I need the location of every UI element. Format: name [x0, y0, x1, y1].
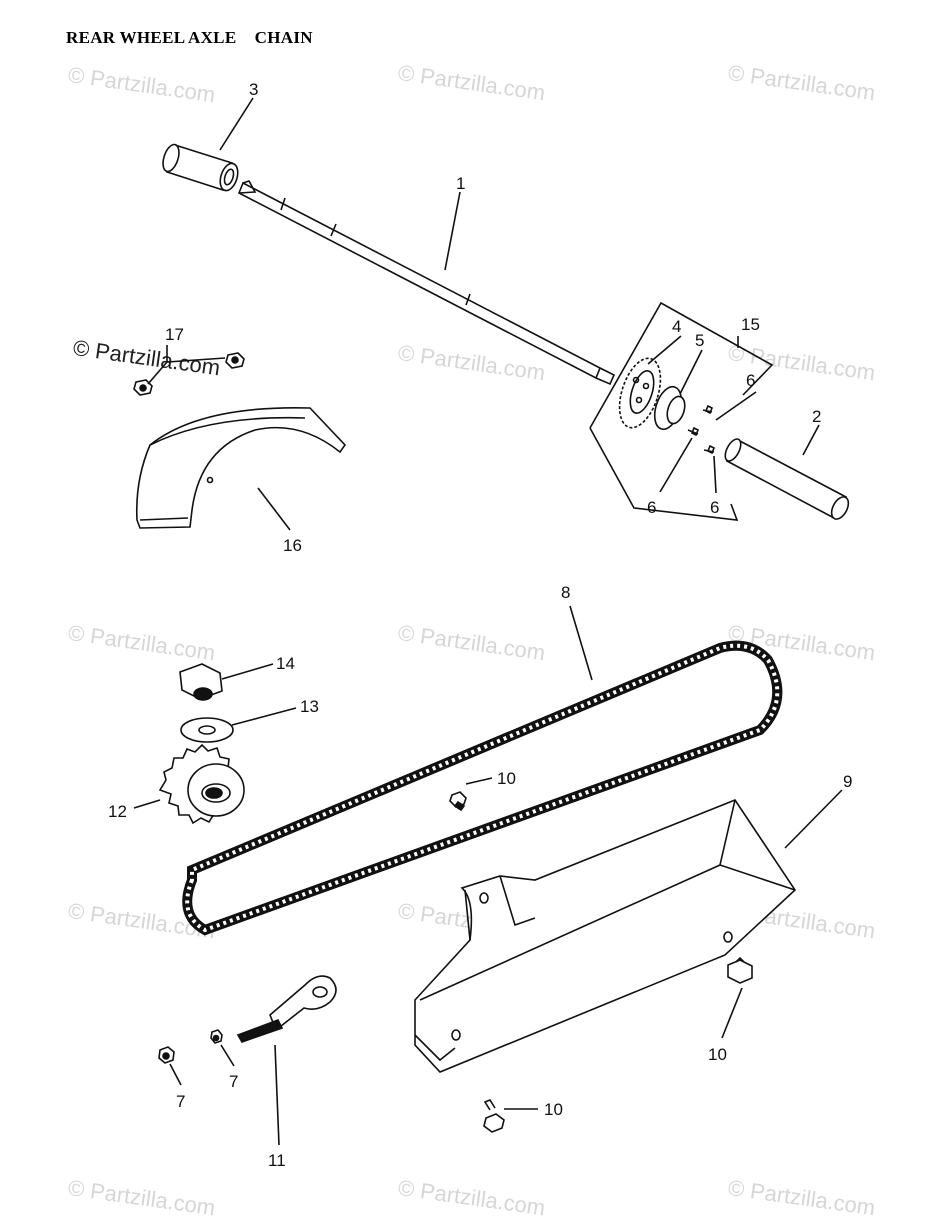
hub-assembly-bracket-part-15	[589, 301, 774, 521]
callout-10-center: 10	[497, 769, 516, 788]
callout-6-top: 6	[746, 371, 755, 390]
callout-7-right: 7	[229, 1072, 238, 1091]
callout-16: 16	[283, 536, 302, 555]
callout-5: 5	[695, 331, 704, 350]
nut-part-14	[179, 663, 274, 701]
callout-11: 11	[268, 1151, 286, 1170]
callout-8: 8	[561, 583, 570, 602]
callout-14: 14	[276, 654, 295, 673]
callout-10-right: 10	[708, 1045, 727, 1064]
bolt-part-10-right	[721, 956, 753, 1039]
sprocket-plate-part-4	[618, 357, 662, 429]
sprocket-guard-part-16	[135, 406, 347, 531]
spacer-tube-part-3	[162, 143, 239, 192]
hub-part-5	[653, 385, 686, 431]
chain-adjuster-part-11	[236, 975, 337, 1146]
diagram-title: REAR WHEEL AXLE CHAIN	[66, 28, 313, 47]
callout-1: 1	[456, 174, 465, 193]
callout-15: 15	[741, 315, 760, 334]
callout-7-left: 7	[176, 1092, 185, 1111]
bolts-part-6	[687, 404, 716, 455]
nuts-part-17	[133, 345, 245, 396]
callout-13: 13	[300, 697, 319, 716]
callout-12: 12	[108, 802, 127, 821]
bolt-part-10-bottom	[483, 1099, 538, 1133]
chain-guard-part-9	[414, 789, 843, 1073]
axle-tube-part-2	[724, 438, 850, 520]
callout-6-right: 6	[710, 498, 719, 517]
drive-chain-part-8	[182, 605, 783, 936]
callout-3: 3	[249, 80, 258, 99]
callout-10-bottom: 10	[544, 1100, 563, 1119]
callout-2: 2	[812, 407, 821, 426]
callout-4: 4	[672, 317, 681, 336]
nuts-part-7	[158, 1029, 235, 1086]
callout-17: 17	[165, 325, 184, 344]
rear-axle-part-1	[237, 180, 616, 386]
drive-sprocket-part-12	[133, 743, 245, 825]
callout-9: 9	[843, 772, 852, 791]
washer-part-13	[180, 707, 297, 743]
bolt-part-10-center	[449, 777, 493, 812]
callout-6-left: 6	[647, 498, 656, 517]
